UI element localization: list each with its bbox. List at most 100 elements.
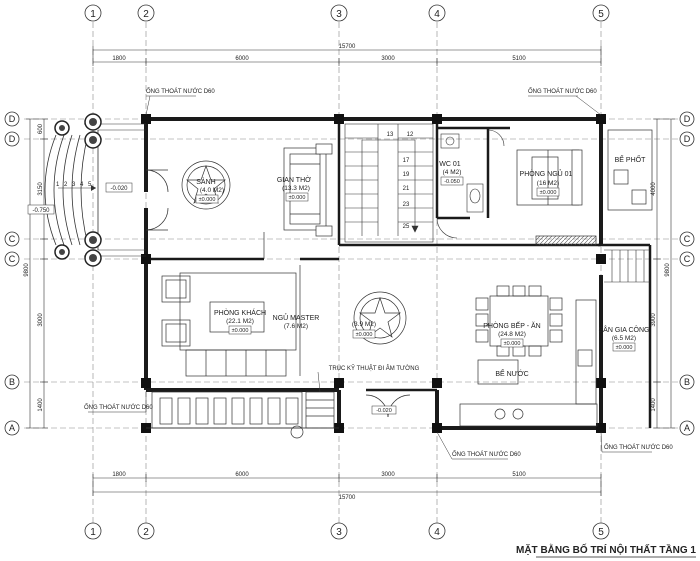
room-wc-name: WC 01 [439,161,461,168]
room-phong-bep-name: PHÒNG BẾP - ĂN [483,320,540,330]
room-sanh-name: SẢNH [196,177,215,186]
level-porch-top: -0.020 [110,186,128,192]
dim-left-2: 3150 [38,182,44,196]
porch [44,113,146,267]
axis-label-d2r: D [684,134,691,144]
stair-num-25: 25 [403,224,410,230]
porch-step-5: 5 [88,182,92,188]
axis-label-1b: 1 [90,527,96,538]
room-ngu-master-name: NGỦ MASTER [273,313,320,322]
hall-rosette [353,291,407,345]
dim-top-1: 1800 [112,56,126,62]
porch-step-4: 4 [80,182,84,188]
level-porch-left: -0.750 [32,208,50,214]
columns [141,114,606,433]
porch-step-2: 2 [64,182,68,188]
axis-label-c1: C [9,234,16,244]
room-gian-tho-level: ±0.000 [289,195,306,201]
room-hall-area: (3.9 M2) [352,321,376,328]
axis-grid [24,22,678,528]
septic-tank [607,129,653,211]
dimension-right [653,118,675,429]
service-yard [604,249,650,283]
drawing-title: MẶT BẰNG BỐ TRÍ NỘI THẤT TẦNG 1 [516,542,696,556]
room-phong-ngu-area: (16 M2) [537,180,559,187]
room-sanh-area: (4.0 M2) [200,187,224,194]
axis-label-2: 2 [143,9,149,20]
exterior-walls [144,117,603,430]
level-bottom-step: -0.020 [376,408,392,414]
room-phong-ngu-name: PHÒNG NGỦ 01 [520,169,573,178]
axis-label-c1r: C [684,234,691,244]
axis-bubbles-left: D D C C B A [4,111,20,436]
room-be-phot-name: BỂ PHỐT [615,154,646,164]
room-wc-area: (4 M2) [443,169,462,176]
room-gian-tho-area: (13.3 M2) [282,185,310,192]
pipe-labels [88,95,652,460]
axis-label-3b: 3 [336,527,342,538]
axis-label-c2: C [9,254,16,264]
dim-right-3: 1400 [651,398,657,412]
foyer-rosette [181,160,231,210]
bottom-terrace [146,391,411,439]
dim-left-4: 1400 [38,398,44,412]
stair-num-23: 23 [403,202,410,208]
porch-step-1: 1 [56,182,60,188]
dim-left-3: 3000 [38,313,44,327]
room-sanh-level: ±0.000 [199,197,216,203]
room-phong-khach-name: PHÒNG KHÁCH [214,308,266,317]
axis-label-a: A [9,423,15,433]
kitchen-furniture [459,285,598,427]
dim-top-total: 15700 [339,44,356,50]
room-san-gia-cong-area: (6.5 M2) [612,335,636,342]
axis-bubbles-bottom: 1 2 3 4 5 [84,522,610,540]
dim-bottom-1: 1800 [112,472,126,478]
porch-step-3: 3 [72,182,76,188]
axis-label-ar: A [684,423,690,433]
dim-bottom-total: 15700 [339,495,356,501]
axis-label-d1: D [9,114,16,124]
stair-num-17: 17 [403,158,410,164]
axis-label-b: B [9,377,15,387]
dim-bottom-4: 5100 [512,472,526,478]
room-hall-level: ±0.000 [356,332,373,338]
axis-label-d1r: D [684,114,691,124]
dim-bottom-3: 3000 [381,472,395,478]
dim-bottom-2: 6000 [235,472,249,478]
dim-right-1: 4000 [651,182,657,196]
dimension-top [92,46,602,66]
dimension-bottom [92,474,602,496]
pipe-label-bottom-right: ỐNG THOÁT NƯỚC D60 [604,444,673,451]
axis-bubbles-right: D D C C B A [679,111,695,436]
altar-furniture [263,143,333,259]
dim-right-total: 9800 [665,263,671,277]
pipe-label-bottom-mid: ỐNG THOÁT NƯỚC D60 [452,451,521,458]
room-gian-tho-name: GIAN THỜ [277,175,311,184]
dimension-left [26,118,48,429]
dim-top-2: 6000 [235,56,249,62]
axis-label-4: 4 [434,9,440,20]
room-ngu-master-area: (7.6 M2) [284,323,308,330]
room-phong-bep-area: (24.8 M2) [498,331,526,338]
pipe-label-top-left: ỐNG THOÁT NƯỚC D60 [146,88,215,95]
room-phong-ngu-level: ±0.000 [540,190,557,196]
axis-label-5b: 5 [598,527,604,538]
dim-top-3: 3000 [381,56,395,62]
axis-label-c2r: C [684,254,691,264]
pipe-label-top-right: ỐNG THOÁT NƯỚC D60 [528,88,597,95]
room-san-gia-cong-level: ±0.000 [616,345,633,351]
stair-num-12: 12 [407,132,414,138]
room-san-gia-cong-name: SÂN GIA CÔNG [599,325,650,334]
bedroom-furniture [516,149,597,246]
pipe-label-bottom-left: ỐNG THOÁT NƯỚC D60 [84,404,153,411]
dim-top-4: 5100 [512,56,526,62]
axis-label-2b: 2 [143,527,149,538]
main-door [145,169,169,231]
axis-label-3: 3 [336,9,342,20]
staircase [344,123,434,243]
wc-fixtures [436,129,505,239]
room-phong-khach-area: (22.1 M2) [226,318,254,325]
dim-left-total: 9800 [24,263,30,277]
stair-num-19: 19 [403,172,410,178]
